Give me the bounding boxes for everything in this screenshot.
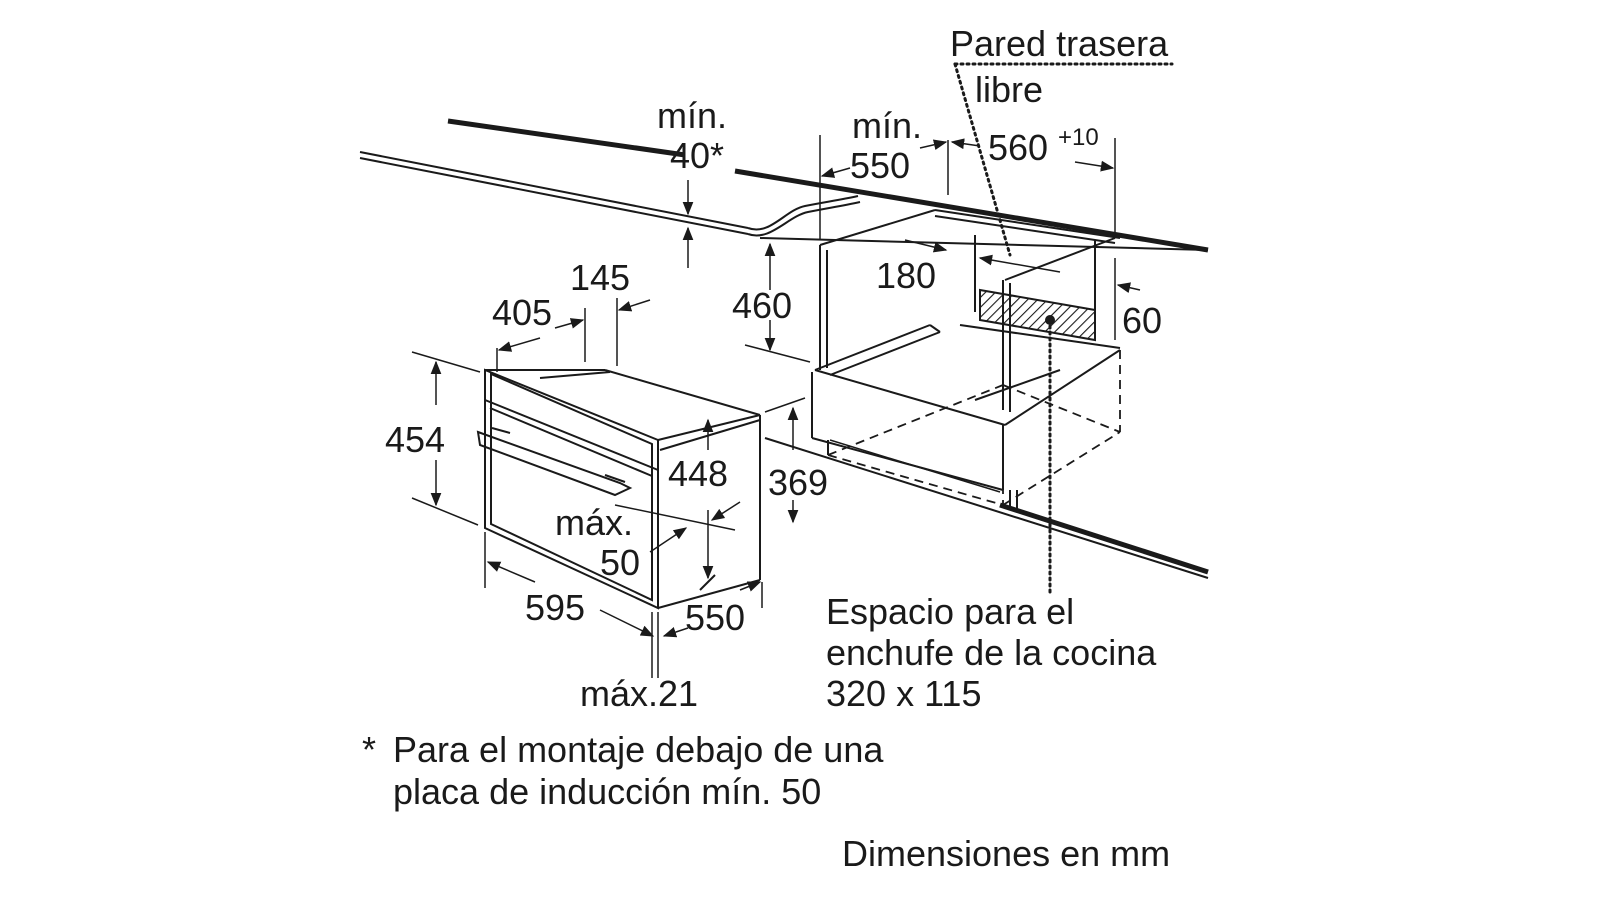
label-back-wall-line1: Pared trasera <box>950 23 1169 64</box>
label-min-550-line2: 550 <box>850 145 910 186</box>
label-145: 145 <box>570 257 630 298</box>
label-60: 60 <box>1122 300 1162 341</box>
label-min-550-line1: mín. <box>852 105 922 146</box>
socket-note: Espacio para el enchufe de la cocina 320… <box>826 591 1157 714</box>
label-460: 460 <box>732 285 792 326</box>
label-180: 180 <box>876 255 936 296</box>
niche <box>764 209 1209 579</box>
label-back-wall-line2: libre <box>975 69 1043 110</box>
label-max-50-line1: máx. <box>555 502 633 543</box>
label-depth-560-tolerance: +10 <box>1058 124 1099 151</box>
hidden-contour <box>827 350 1121 506</box>
footnote-marker: * <box>362 729 376 770</box>
label-405: 405 <box>492 292 552 333</box>
dimension-labels: Pared trasera libre mín. 40* mín. 550 56… <box>385 23 1169 714</box>
footnote: * Para el montaje debajo de una placa de… <box>362 729 884 812</box>
socket-note-line2: enchufe de la cocina <box>826 632 1157 673</box>
label-max-50-line2: 50 <box>600 542 640 583</box>
label-550-bottom: 550 <box>685 597 745 638</box>
units-note: Dimensiones en mm <box>842 833 1170 874</box>
label-depth-560: 560 <box>988 127 1048 168</box>
label-448: 448 <box>668 453 728 494</box>
dimension-lines <box>411 135 1141 678</box>
label-595: 595 <box>525 587 585 628</box>
label-454: 454 <box>385 419 445 460</box>
label-min-40-line2: 40* <box>670 135 724 176</box>
socket-area <box>979 288 1096 342</box>
socket-note-line3: 320 x 115 <box>826 673 981 714</box>
label-max-21: máx.21 <box>580 673 698 714</box>
label-min-40-line1: mín. <box>657 95 727 136</box>
footnote-line1: Para el montaje debajo de una <box>393 729 884 770</box>
label-369: 369 <box>768 462 828 503</box>
dotted-leaders <box>953 62 1174 597</box>
footnote-line2: placa de inducción mín. 50 <box>393 771 821 812</box>
socket-note-line1: Espacio para el <box>826 591 1074 632</box>
